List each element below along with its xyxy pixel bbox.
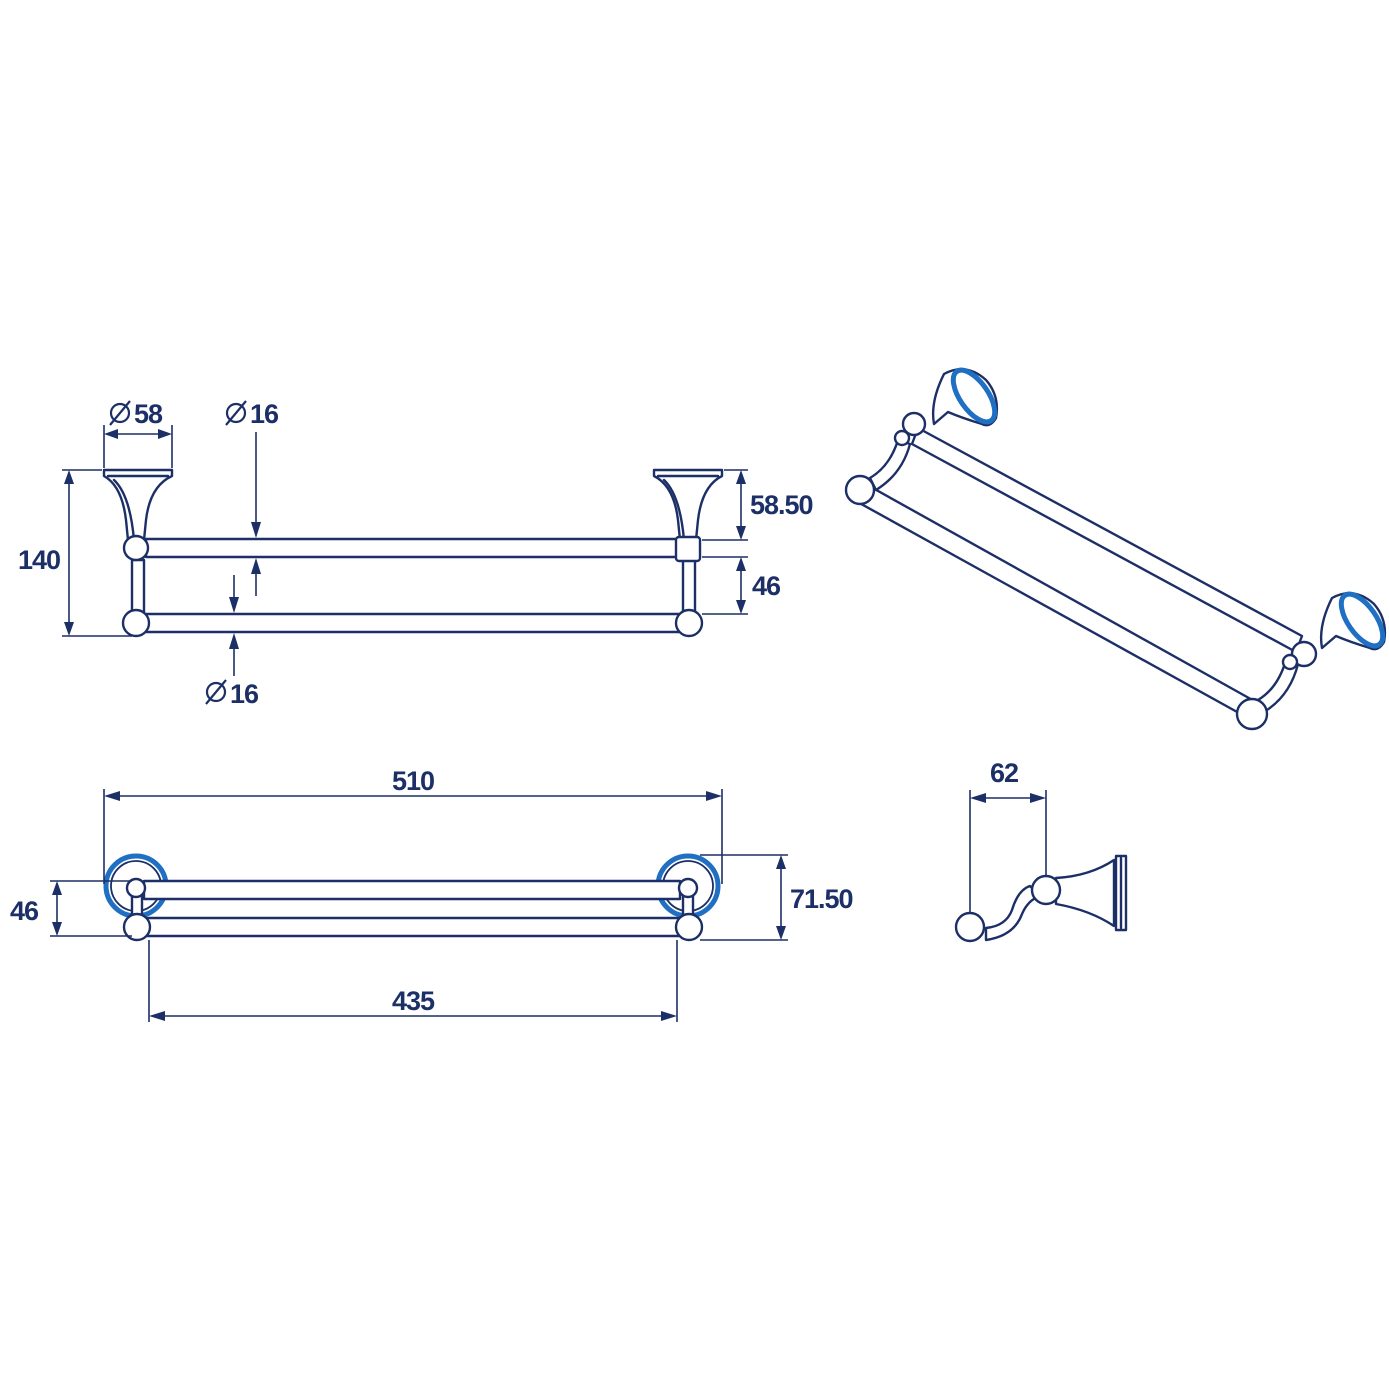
back-left-flange [931, 367, 999, 427]
phi-icon [205, 679, 227, 705]
top-right-front-knob [674, 912, 704, 942]
front-left-knob [844, 474, 876, 506]
overall-length-label: 510 [392, 766, 434, 796]
dim-depth: 62 [969, 758, 1047, 912]
right-connector [681, 558, 697, 618]
left-upper-knob [122, 534, 150, 562]
dim-overall-length: 510 [103, 766, 723, 884]
top-left-front-knob [122, 912, 152, 942]
phi-icon [109, 400, 131, 426]
top-view: 510 435 46 71.50 [10, 766, 854, 1022]
left-joint-knob [893, 429, 911, 447]
left-flange [102, 468, 174, 542]
side-upper-knob [1030, 874, 1062, 906]
left-connector [130, 558, 146, 618]
phi-icon [225, 400, 247, 426]
right-upper-sleeve [674, 535, 702, 563]
projection-label: 71.50 [790, 884, 853, 914]
depth-label: 62 [990, 758, 1018, 788]
total-height-label: 140 [18, 545, 60, 575]
bar-spacing-label: 46 [752, 571, 781, 601]
lower-bar-diameter-label: 16 [230, 679, 259, 709]
front-view: 58 16 16 [18, 399, 814, 709]
top-back-bar [142, 879, 682, 901]
right-lower-knob [674, 608, 704, 638]
bracket-height-label: 58.50 [750, 490, 813, 520]
lower-bar [144, 612, 682, 634]
upper-bar-diameter-label: 16 [250, 399, 279, 429]
side-lower-knob [954, 911, 986, 943]
front-right-knob [1235, 697, 1269, 731]
side-arm [984, 884, 1042, 942]
back-left-knob [901, 411, 927, 437]
dim-flange-diameter: 58 [103, 399, 173, 468]
dim-lower-bar-diameter: 16 [205, 575, 260, 709]
right-flange [652, 468, 724, 542]
left-lower-knob [121, 608, 151, 638]
dim-top-bar-spacing: 46 [10, 880, 132, 937]
side-view: 62 [954, 758, 1128, 943]
top-bar-spacing-label: 46 [10, 896, 39, 926]
top-front-bar [144, 916, 682, 938]
back-right-flange [1319, 591, 1387, 651]
dim-projection: 71.50 [700, 854, 854, 941]
left-arm [868, 438, 912, 492]
upper-bar [144, 537, 682, 559]
perspective-view [844, 367, 1387, 731]
dim-upper-bar-diameter: 16 [225, 399, 280, 596]
bar-length-label: 435 [392, 986, 435, 1016]
dim-bar-length: 435 [148, 940, 678, 1022]
dim-bar-spacing: 46 [702, 556, 782, 615]
dim-total-height: 140 [18, 469, 132, 637]
top-right-back-knob [677, 877, 699, 899]
side-bracket [1054, 858, 1116, 928]
top-left-back-knob [125, 877, 147, 899]
back-right-knob [1290, 640, 1318, 668]
flange-diameter-label: 58 [134, 399, 163, 429]
right-joint-knob [1281, 653, 1299, 671]
dim-bracket-height: 58.50 [702, 469, 814, 541]
